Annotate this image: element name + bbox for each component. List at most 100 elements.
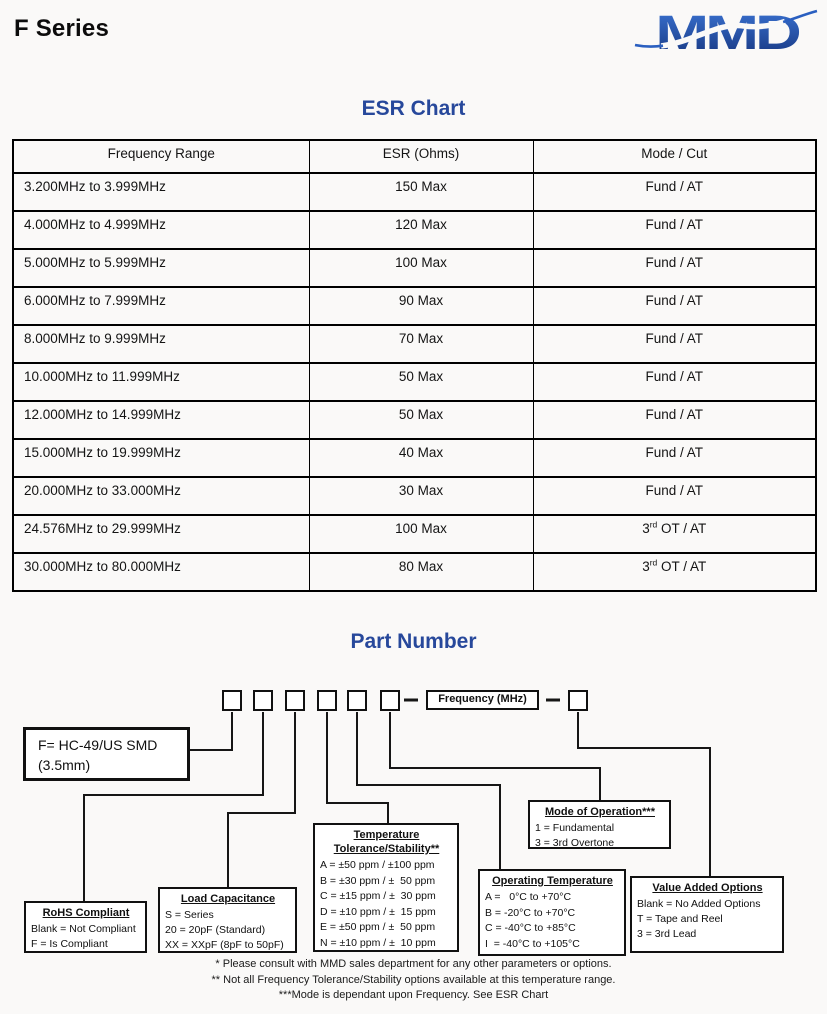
cell-mode-cut: Fund / AT (532, 210, 817, 250)
option-line: T = Tape and Reel (637, 913, 723, 925)
cell-mode-cut: Fund / AT (532, 476, 817, 516)
cell-esr: 100 Max (308, 514, 534, 554)
cell-esr: 80 Max (308, 552, 534, 592)
option-line: 3 = 3rd Overtone (535, 836, 615, 849)
cell-esr: 90 Max (308, 286, 534, 326)
cell-esr: 120 Max (308, 210, 534, 250)
part-digit-box-7 (568, 690, 588, 711)
page-title: F Series (14, 15, 109, 42)
mode-of-operation-title: Mode of Operation*** (544, 806, 655, 818)
option-line: Blank = No Added Options (637, 898, 761, 910)
footnote-3: ***Mode is dependant upon Frequency. See… (278, 989, 549, 1001)
option-line: Blank = Not Compliant (31, 923, 136, 935)
cell-frequency-range: 3.200MHz to 3.999MHz (12, 172, 310, 212)
frequency-box: Frequency (MHz) (426, 690, 539, 710)
cell-esr: 40 Max (308, 438, 534, 478)
temperature-tolerance-box: Temperature Tolerance/Stability** A = ±5… (313, 823, 459, 952)
mmd-logo-letters: MMD (655, 8, 803, 58)
cell-frequency-range: 8.000MHz to 9.999MHz (12, 324, 310, 364)
operating-temperature-options: A = 0°C to +70°C B = -20°C to +70°C C = -4… (485, 890, 620, 952)
option-line: S = Series (165, 909, 214, 921)
cell-frequency-range: 5.000MHz to 5.999MHz (12, 248, 310, 288)
rohs-compliant-title: RoHS Compliant (42, 907, 130, 919)
col-header-esr-ohms: ESR (Ohms) (308, 139, 534, 174)
value-added-options-box: Value Added Options Blank = No Added Opt… (630, 876, 784, 953)
esr-table: Frequency Range ESR (Ohms) Mode / Cut 3.… (12, 139, 817, 592)
part-number-title: Part Number (350, 630, 477, 653)
cell-esr: 100 Max (308, 248, 534, 288)
option-line: D = ±10 ppm / ± 15 ppm (320, 905, 436, 918)
cell-mode-cut: Fund / AT (532, 172, 817, 212)
part-digit-box-2 (253, 690, 273, 711)
series-description-box: F= HC-49/US SMD (3.5mm) (23, 727, 190, 781)
option-line: I = -40°C to +105°C (485, 937, 580, 950)
value-added-options-list: Blank = No Added Options T = Tape and Ree… (637, 897, 778, 942)
cell-frequency-range: 6.000MHz to 7.999MHz (12, 286, 310, 326)
table-header-row: Frequency Range ESR (Ohms) Mode / Cut (12, 139, 817, 174)
esr-chart-title: ESR Chart (361, 97, 466, 120)
cell-esr: 150 Max (308, 172, 534, 212)
mmd-logo-swoosh (634, 8, 818, 50)
cell-esr: 50 Max (308, 400, 534, 440)
mmd-logo: MMD (634, 8, 818, 58)
cell-mode-cut: Fund / AT (532, 438, 817, 478)
option-line: C = -40°C to +85°C (485, 922, 576, 934)
load-capacitance-box: Load Capacitance S = Series 20 = 20pF (St… (158, 887, 297, 953)
cell-frequency-range: 4.000MHz to 4.999MHz (12, 210, 310, 250)
footnotes: * Please consult with MMD sales departme… (0, 957, 827, 1004)
option-line: E = ±50 ppm / ± 50 ppm (320, 921, 436, 933)
cell-mode-cut: Fund / AT (532, 248, 817, 288)
cell-mode-cut: 3rd OT / AT (532, 514, 817, 554)
part-digit-box-6 (380, 690, 400, 711)
cell-mode-cut: 3rd OT / AT (532, 552, 817, 592)
col-header-mode-cut: Mode / Cut (532, 139, 817, 174)
cell-frequency-range: 12.000MHz to 14.999MHz (12, 400, 310, 440)
option-line: 3 = 3rd Lead (637, 928, 697, 940)
cell-esr: 30 Max (308, 476, 534, 516)
option-line: XX = XXpF (8pF to 50pF) (165, 939, 284, 951)
cell-mode-cut: Fund / AT (532, 286, 817, 326)
mode-of-operation-options: 1 = Fundamental 3 = 3rd Overtone (535, 821, 665, 850)
cell-frequency-range: 24.576MHz to 29.999MHz (12, 514, 310, 554)
option-line: B = -20°C to +70°C (485, 906, 576, 919)
load-capacitance-options: S = Series 20 = 20pF (Standard) XX = XXpF … (165, 908, 291, 953)
cell-mode-cut: Fund / AT (532, 324, 817, 364)
temperature-tolerance-title: Temperature Tolerance/Stability** (333, 829, 440, 855)
cell-mode-cut: Fund / AT (532, 362, 817, 402)
footnote-1: * Please consult with MMD sales departme… (215, 958, 612, 970)
cell-frequency-range: 30.000MHz to 80.000MHz (12, 552, 310, 592)
svg-text:MMD: MMD (655, 8, 799, 58)
cell-mode-cut: Fund / AT (532, 400, 817, 440)
option-line: C = ±15 ppm / ± 30 ppm (320, 890, 436, 902)
part-digit-box-3 (285, 690, 305, 711)
option-line: 1 = Fundamental (535, 822, 615, 834)
cell-frequency-range: 20.000MHz to 33.000MHz (12, 476, 310, 516)
option-line: A = ±50 ppm / ±100 ppm (320, 859, 435, 871)
part-digit-box-4 (317, 690, 337, 711)
option-line: 20 = 20pF (Standard) (165, 924, 266, 936)
part-digit-box-1 (222, 690, 242, 711)
cell-esr: 50 Max (308, 362, 534, 402)
col-header-frequency-range: Frequency Range (12, 139, 310, 174)
option-line: A = 0°C to +70°C (485, 891, 572, 903)
load-capacitance-title: Load Capacitance (180, 893, 276, 905)
footnote-2: ** Not all Frequency Tolerance/Stability… (211, 973, 616, 986)
temperature-tolerance-options: A = ±50 ppm / ±100 ppm B = ±30 ppm / ± 50… (320, 858, 453, 951)
option-line: B = ±30 ppm / ± 50 ppm (320, 874, 436, 887)
option-line: N = ±10 ppm / ± 10 ppm (320, 936, 436, 949)
value-added-options-title: Value Added Options (652, 882, 763, 894)
